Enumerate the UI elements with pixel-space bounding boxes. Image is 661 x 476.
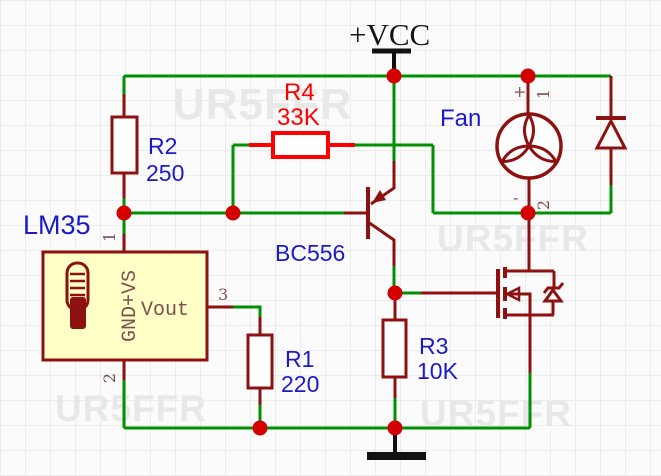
bc556-emitter-arrow	[372, 190, 386, 203]
mosfet-bulk-line	[508, 292, 532, 315]
junction-dot	[116, 205, 132, 221]
junction-dot	[387, 420, 403, 436]
watermark-text: UR5FFR	[173, 80, 353, 129]
lm35-pin3-number: 3	[218, 285, 229, 304]
diode-triangle	[594, 117, 628, 150]
thermometer-icon	[65, 261, 90, 329]
junction-dots	[116, 68, 536, 436]
wire-pin3-r1	[233, 305, 262, 317]
r3-designator: R3	[419, 333, 449, 359]
r2-value: 250	[146, 160, 185, 186]
fan-label: Fan	[440, 105, 482, 132]
r3-value: 10K	[417, 358, 458, 384]
diode-symbol	[594, 76, 628, 185]
r3-body	[381, 318, 408, 379]
r1-value: 220	[281, 371, 320, 397]
watermark-text: UR5FFR	[437, 218, 589, 259]
lm35-pin1-number: 1	[100, 231, 120, 243]
fan-plus-mark: +	[513, 82, 527, 101]
mosfet-bulk-arrow	[504, 285, 521, 303]
fan-pin1-number: 1	[534, 88, 554, 100]
resistor-r1-symbol	[246, 317, 274, 405]
bc556-collector	[367, 220, 396, 266]
lm35-label: LM35	[23, 210, 91, 240]
r2-designator: R2	[148, 133, 178, 159]
resistor-r4-symbol	[249, 131, 355, 159]
bc556-label: BC556	[275, 240, 346, 266]
fan-pin2-number: 2	[534, 199, 554, 211]
mosfet-symbol	[421, 214, 565, 373]
r1-designator: R1	[285, 346, 315, 372]
lm35-pin-name-gnd-vs: GND+VS	[119, 270, 142, 343]
junction-dot	[520, 68, 536, 84]
resistor-r2-symbol	[110, 94, 139, 198]
transistor-bc556-symbol	[344, 161, 396, 266]
vcc-label: +VCC	[349, 17, 431, 52]
lm35-pin2-number: 2	[100, 372, 120, 384]
fan-symbol	[495, 76, 563, 213]
watermark-text: UR5FFR	[55, 388, 207, 429]
r1-body	[246, 333, 274, 390]
junction-dot	[520, 205, 536, 221]
r4-body	[271, 131, 330, 159]
junction-dot	[386, 68, 402, 84]
lm35-symbol	[41, 234, 233, 380]
fan-minus-mark: -	[513, 188, 519, 207]
junction-dot	[252, 420, 268, 436]
junction-dot	[387, 285, 403, 301]
r4-designator: R4	[284, 79, 315, 106]
mosfet-body-diode	[542, 271, 565, 315]
resistor-r3-symbol	[381, 293, 408, 398]
junction-dot	[225, 205, 241, 221]
r4-value: 33K	[277, 104, 320, 131]
ground-bar	[367, 452, 426, 460]
lm35-pin-name-vout: Vout	[141, 299, 190, 322]
fan-blades-icon	[499, 112, 559, 164]
r2-body	[110, 115, 139, 175]
